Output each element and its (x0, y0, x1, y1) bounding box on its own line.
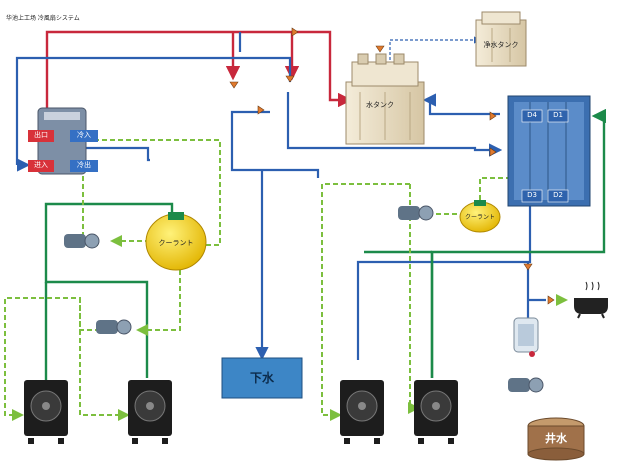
heat-exchanger (507, 95, 591, 207)
chiller-out-bottom-label: 冷出 (77, 161, 91, 169)
hx-d3-label: D3 (527, 191, 537, 199)
filter-icon (513, 317, 539, 357)
sewer-box (221, 357, 303, 399)
hx-d1-label: D1 (553, 111, 563, 119)
chiller-in-top-label: 冷入 (77, 131, 91, 139)
diagram-title: 华池上工场 冷風扇システム (6, 14, 80, 22)
water-tank (345, 53, 425, 145)
hx-d4-label: D4 (527, 111, 537, 119)
cold-water-lines (15, 32, 532, 361)
chiller-unit (28, 107, 98, 175)
hot-water-lines (45, 30, 353, 128)
clean-water-dashed-line (389, 36, 482, 60)
coolant-tank-right (459, 200, 501, 233)
fan-unit-icon (24, 380, 68, 444)
clean-water-tank-label: 净水タンク (483, 41, 519, 49)
clean-water-tank (475, 11, 527, 67)
hx-d2-label: D2 (553, 191, 563, 199)
fan-unit-icon (128, 380, 172, 444)
pump-icon (64, 233, 100, 249)
pump-icon (398, 205, 434, 221)
pump-icon (96, 319, 132, 335)
chiller-in-bottom-label: 进入 (34, 161, 48, 169)
chiller-out-top-label: 出口 (34, 131, 48, 139)
coolant-tank-left (145, 212, 207, 271)
water-tank-label: 水タンク (366, 101, 394, 109)
well (527, 417, 585, 461)
fan-unit-icon (340, 380, 384, 444)
well-water-label: 井水 (545, 432, 567, 445)
bathtub-icon (574, 281, 608, 319)
supply-lines (44, 108, 606, 380)
pump-icon (508, 377, 544, 393)
fan-unit-icon (414, 380, 458, 444)
coolant-label-right: クーラント (464, 214, 495, 221)
valve-icon (229, 27, 555, 305)
coolant-label-left: クーラント (158, 239, 194, 247)
sewer-label: 下水 (249, 371, 274, 385)
